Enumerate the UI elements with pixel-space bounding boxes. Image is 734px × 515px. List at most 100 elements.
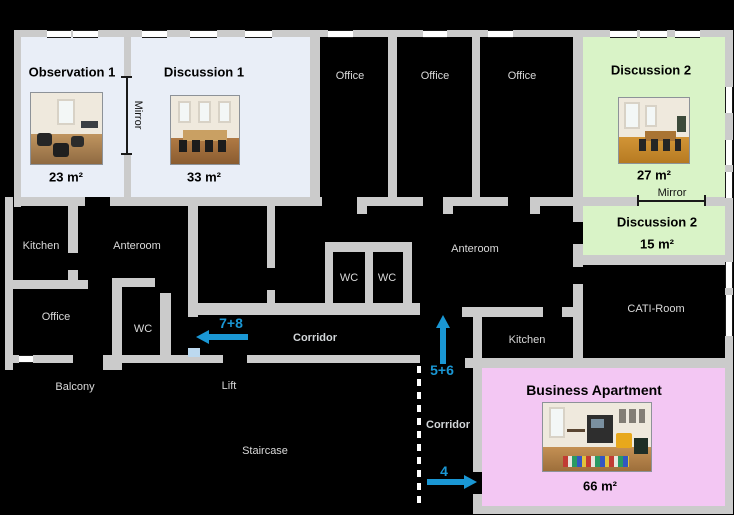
wall [267, 290, 275, 315]
arrow-7-8 [209, 334, 248, 340]
room-title-discussion-2-large: Discussion 2 [610, 62, 692, 78]
window [725, 295, 733, 336]
window [245, 30, 272, 38]
wall [357, 197, 423, 206]
wall [573, 206, 583, 222]
room-label-staircase: Staircase [242, 445, 288, 457]
room-label-kitchen-west: Kitchen [22, 240, 60, 252]
arrow-5-6 [440, 328, 446, 364]
wall [365, 242, 373, 315]
photo-detail [619, 409, 645, 423]
photo-detail [81, 121, 98, 128]
window [73, 30, 98, 38]
room-label-cati-room: CATI-Room [627, 303, 685, 315]
wall [530, 206, 540, 214]
room-area-discussion-2-small: 15 m² [640, 236, 674, 252]
wall [465, 358, 725, 368]
wall [705, 197, 725, 206]
room-label-lift: Lift [221, 380, 237, 392]
wall [473, 494, 482, 514]
wall [68, 206, 78, 253]
wall [188, 197, 198, 317]
wall [472, 37, 480, 197]
wall [573, 197, 638, 206]
photo-detail [634, 438, 648, 454]
arrow-label-7-8: 7+8 [219, 315, 243, 331]
arrow-head-up-icon [436, 315, 450, 328]
photo-detail [57, 99, 75, 125]
wall [14, 37, 21, 207]
wall [112, 278, 155, 287]
wall [573, 37, 583, 197]
wall [5, 355, 19, 363]
arrow-label-4: 4 [440, 463, 448, 479]
room-label-wc-center-2: WC [377, 272, 397, 284]
wall [14, 30, 733, 37]
mirror-label-vertical: Mirror [132, 100, 144, 130]
wall [110, 197, 310, 206]
photo-detail [71, 136, 84, 147]
room-area-observation-1: 23 m² [49, 169, 83, 185]
arrow-label-5-6: 5+6 [430, 362, 454, 378]
arrow-head-left-icon [196, 330, 209, 344]
photo-detail [178, 101, 191, 123]
photo-detail [616, 433, 632, 448]
wall [473, 317, 482, 358]
photo-detail [37, 133, 52, 146]
wall [462, 307, 543, 317]
wall [573, 255, 733, 265]
window [190, 30, 217, 38]
room-label-corridor-side: Corridor [426, 419, 470, 431]
photo-detail [591, 419, 604, 428]
wall [473, 358, 482, 472]
window [19, 355, 33, 363]
photo-detail [179, 140, 231, 152]
photo-detail [645, 131, 676, 141]
window [725, 87, 733, 113]
wall [14, 197, 85, 206]
room-label-wc-center-1: WC [339, 272, 359, 284]
wall [188, 303, 420, 315]
lift-door [188, 348, 200, 357]
mirror-end-cap [637, 195, 639, 206]
room-title-business-apartment: Business Apartment [526, 382, 662, 398]
mirror-end-cap [121, 153, 132, 155]
wall [562, 307, 573, 317]
room-label-balcony: Balcony [55, 381, 95, 393]
wall [388, 37, 397, 197]
room-label-anteroom-west: Anteroom [113, 240, 161, 252]
arrow-head-right-icon [464, 475, 477, 489]
wall [357, 206, 367, 214]
wall [160, 293, 171, 363]
window [610, 30, 637, 38]
window [725, 172, 733, 198]
wall [310, 37, 320, 197]
window [47, 30, 71, 38]
window [142, 30, 167, 38]
discussion-2-photo [618, 97, 690, 164]
room-label-office-top-2: Office [420, 70, 450, 82]
photo-detail [198, 101, 211, 123]
wall [103, 355, 122, 370]
photo-detail [624, 102, 640, 129]
wall [573, 284, 583, 358]
photo-detail [549, 407, 565, 438]
dashed-boundary-line [417, 366, 421, 508]
room-label-kitchen-center: Kitchen [508, 334, 546, 346]
mirror-label-horizontal: Mirror [657, 187, 687, 199]
room-label-anteroom-center: Anteroom [451, 243, 499, 255]
wall [112, 283, 122, 363]
room-discussion-2-small [583, 206, 725, 255]
window [328, 30, 353, 38]
room-label-office-southwest: Office [41, 311, 71, 323]
wall [443, 197, 508, 206]
arrow-4 [427, 479, 464, 485]
wall [473, 506, 733, 514]
wall [124, 37, 131, 77]
mirror-end-cap [704, 195, 706, 206]
window [725, 140, 733, 165]
wall [247, 355, 420, 363]
photo-detail [563, 456, 629, 467]
room-area-discussion-2-large: 27 m² [637, 167, 671, 183]
